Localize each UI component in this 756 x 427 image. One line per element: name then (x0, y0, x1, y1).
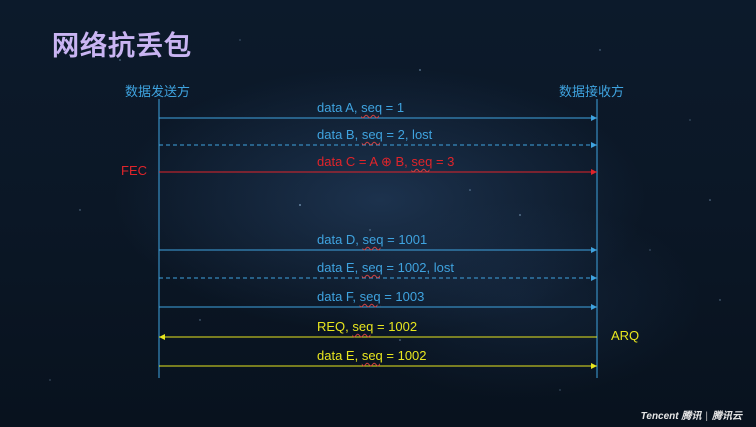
message-label: data B, seq = 2, lost (317, 127, 432, 142)
arq-label: ARQ (611, 328, 640, 343)
message-label: data E, seq = 1002, lost (317, 260, 454, 275)
message-label: data F, seq = 1003 (317, 289, 424, 304)
message-seq-value: = 2, lost (382, 127, 433, 142)
arrowhead-icon (591, 142, 597, 148)
message-seq-value: = 1001 (383, 232, 428, 247)
footer-brand: Tencent 腾讯 (640, 411, 702, 422)
message-seq-keyword: seq (361, 127, 383, 142)
message-text: data D, (317, 232, 363, 247)
message-seq-value: = 1 (382, 100, 405, 115)
message-label: data C = A ⊕ B, seq = 3 (317, 154, 454, 170)
footer-separator: | (705, 411, 708, 422)
message-seq-keyword: seq (361, 260, 383, 275)
message-text: data B, (317, 127, 362, 142)
message-seq-value: = 1002 (373, 319, 418, 334)
message-seq-keyword: seq (362, 232, 384, 247)
sender-label: 数据发送方 (125, 85, 191, 100)
page-title: 网络抗丢包 (52, 31, 192, 62)
message-seq-value: = 1002, lost (382, 260, 454, 275)
message-text: data F, (317, 289, 360, 304)
arrowhead-icon (591, 115, 597, 121)
message-text: REQ, (317, 319, 353, 334)
arrowhead-icon (159, 334, 165, 340)
receiver-label: 数据接收方 (559, 85, 625, 100)
arrowhead-icon (591, 247, 597, 253)
message-seq-keyword: seq (359, 289, 381, 304)
message-label: data A, seq = 1 (317, 100, 404, 115)
message-seq-keyword: seq (352, 319, 374, 334)
footer-product: 腾讯云 (712, 411, 742, 422)
message-seq-keyword: seq (411, 154, 433, 169)
message-text: data E, (317, 348, 362, 363)
message-seq-value: = 1003 (380, 289, 425, 304)
tencent-logo: Tencent 腾讯| 腾讯云 (641, 407, 742, 422)
arrowhead-icon (591, 169, 597, 175)
message-seq-value: = 3 (432, 154, 455, 169)
message-seq-keyword: seq (361, 348, 383, 363)
message-label: REQ, seq = 1002 (317, 319, 417, 334)
message-label: data D, seq = 1001 (317, 232, 427, 247)
message-text: data A, (317, 100, 362, 115)
arrowhead-icon (591, 275, 597, 281)
message-seq-keyword: seq (361, 100, 383, 115)
message-label: data E, seq = 1002 (317, 348, 427, 363)
message-text: data C = A ⊕ B, (317, 154, 412, 169)
message-seq-value: = 1002 (382, 348, 427, 363)
message-text: data E, (317, 260, 362, 275)
fec-label: FEC (121, 163, 147, 178)
arrowhead-icon (591, 304, 597, 310)
arrowhead-icon (591, 363, 597, 369)
